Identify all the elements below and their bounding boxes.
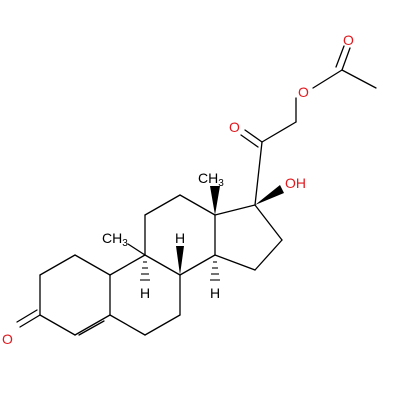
hashed-bond bbox=[210, 261, 220, 281]
carbonyl-bond-inner bbox=[335, 45, 345, 68]
carbonyl-bond bbox=[19, 314, 41, 328]
carbonyl-bond bbox=[244, 129, 263, 143]
wedge-bond bbox=[210, 186, 220, 215]
carbonyl-bond bbox=[341, 47, 351, 71]
double-bond bbox=[74, 314, 111, 336]
skeleton-bonds bbox=[16, 45, 377, 336]
bond bbox=[39, 254, 76, 276]
bond bbox=[144, 314, 181, 336]
bond bbox=[261, 121, 297, 143]
hashed-bond bbox=[140, 261, 150, 281]
methyl-c13-text: CH bbox=[198, 170, 218, 186]
methyl-c13-label: CH3 bbox=[198, 170, 224, 189]
methyl-c13-subscript: 3 bbox=[218, 178, 224, 189]
methyl-c10-label: CH3 bbox=[102, 230, 128, 249]
bond bbox=[254, 204, 283, 241]
hydrogen-c9-label: H bbox=[140, 285, 150, 301]
atom-labels: O O O O OH CH3 CH3 H H H bbox=[2, 32, 354, 347]
bond bbox=[214, 254, 256, 271]
bond bbox=[214, 204, 256, 216]
methyl-c10-subscript: 3 bbox=[122, 238, 128, 249]
double-bond-inner bbox=[78, 320, 105, 336]
ester-oxygen-label: O bbox=[298, 84, 309, 100]
carbonyl-bond-inner bbox=[16, 309, 38, 323]
acetyl-carbonyl-oxygen-label: O bbox=[343, 32, 354, 48]
carbonyl-bond-inner bbox=[240, 134, 259, 148]
bond bbox=[74, 254, 111, 276]
bond bbox=[144, 254, 181, 276]
bond bbox=[312, 69, 343, 89]
wedge-bond bbox=[176, 246, 184, 275]
bond bbox=[179, 194, 216, 216]
methyl-c10-text: CH bbox=[102, 230, 122, 246]
methyl-bond bbox=[127, 243, 146, 256]
wedge-bond bbox=[255, 185, 284, 205]
side-chain-ketone-oxygen-label: O bbox=[229, 119, 240, 135]
hydrogen-c8-label: H bbox=[175, 230, 185, 246]
bond bbox=[109, 314, 146, 336]
hydrogen-c14-label: H bbox=[210, 285, 220, 301]
stereo-bonds bbox=[140, 185, 284, 281]
bond bbox=[254, 239, 283, 271]
bond bbox=[109, 254, 146, 276]
bond bbox=[254, 141, 263, 206]
bond bbox=[39, 314, 76, 336]
hydroxyl-label: OH bbox=[285, 175, 306, 191]
bond bbox=[144, 194, 181, 216]
bond bbox=[341, 69, 377, 89]
ketone-oxygen-label: O bbox=[2, 331, 13, 347]
bond bbox=[179, 254, 216, 276]
